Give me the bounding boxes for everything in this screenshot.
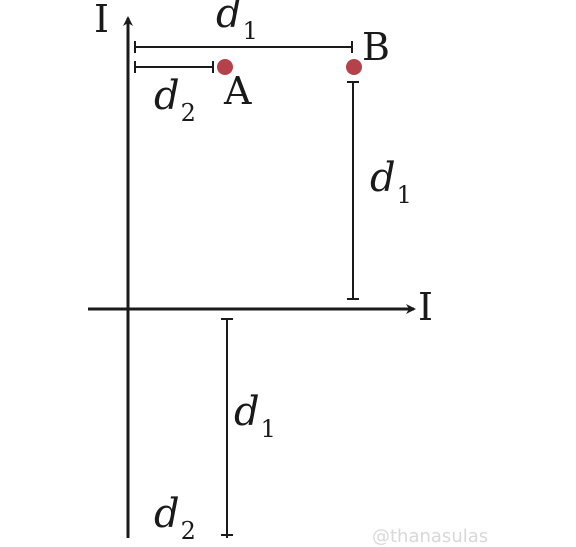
lower-d2-label: d2 [154, 491, 196, 543]
top-d1-label: d1 [216, 0, 258, 43]
lower-d1-subscript: 1 [260, 415, 276, 443]
top-d2-dimension [134, 61, 214, 73]
top-d2-symbol: d [154, 73, 180, 119]
point-b-dot [346, 59, 362, 75]
right-d1-subscript: 1 [396, 181, 412, 209]
lower-d1-label: d1 [234, 389, 276, 441]
horizontal-current-label: I [418, 285, 434, 329]
right-d1-dimension [347, 81, 359, 300]
lower-d2-subscript: 2 [180, 517, 196, 545]
top-d2-label: d2 [154, 73, 196, 125]
lower-d1-dimension [221, 318, 233, 538]
lower-d2-symbol: d [154, 491, 180, 537]
point-a-dot [217, 59, 233, 75]
point-a-label: A [224, 69, 252, 113]
right-d1-symbol: d [370, 155, 396, 201]
vertical-current-label: I [94, 0, 110, 41]
top-d1-dimension [134, 41, 353, 53]
watermark-text: @thanasulas [372, 526, 489, 547]
point-b-label: B [362, 25, 390, 69]
right-d1-label: d1 [370, 155, 412, 207]
top-d1-symbol: d [216, 0, 242, 37]
lower-d1-symbol: d [234, 389, 260, 435]
top-d1-subscript: 1 [242, 17, 258, 45]
top-d2-subscript: 2 [180, 99, 196, 127]
